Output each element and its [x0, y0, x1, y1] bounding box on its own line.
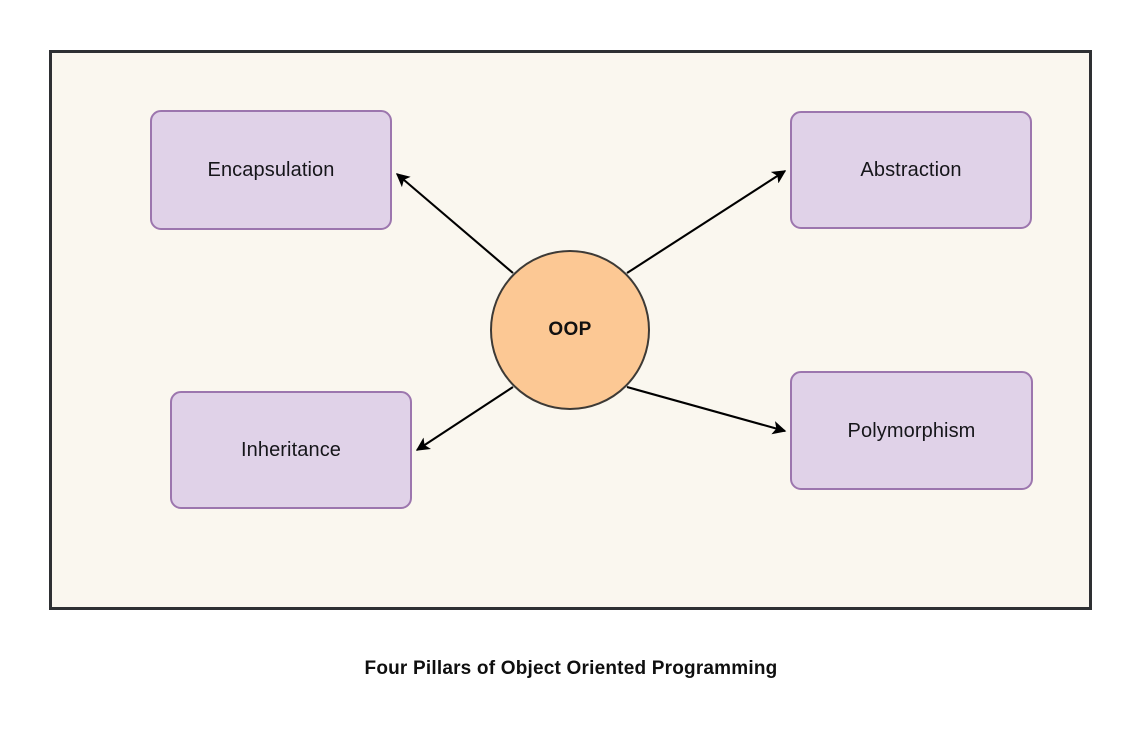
diagram-caption: Four Pillars of Object Oriented Programm…: [364, 658, 778, 679]
node-oop-center-label: OOP: [548, 319, 592, 340]
node-abstraction[interactable]: Abstraction: [790, 111, 1032, 229]
node-inheritance[interactable]: Inheritance: [170, 391, 412, 509]
node-polymorphism[interactable]: Polymorphism: [790, 371, 1033, 490]
node-abstraction-label: Abstraction: [860, 159, 962, 181]
node-inheritance-label: Inheritance: [240, 439, 342, 461]
node-polymorphism-label: Polymorphism: [847, 419, 976, 442]
node-oop-center[interactable]: OOP: [490, 250, 650, 410]
node-encapsulation-label: Encapsulation: [207, 159, 335, 181]
node-encapsulation[interactable]: Encapsulation: [150, 110, 392, 230]
